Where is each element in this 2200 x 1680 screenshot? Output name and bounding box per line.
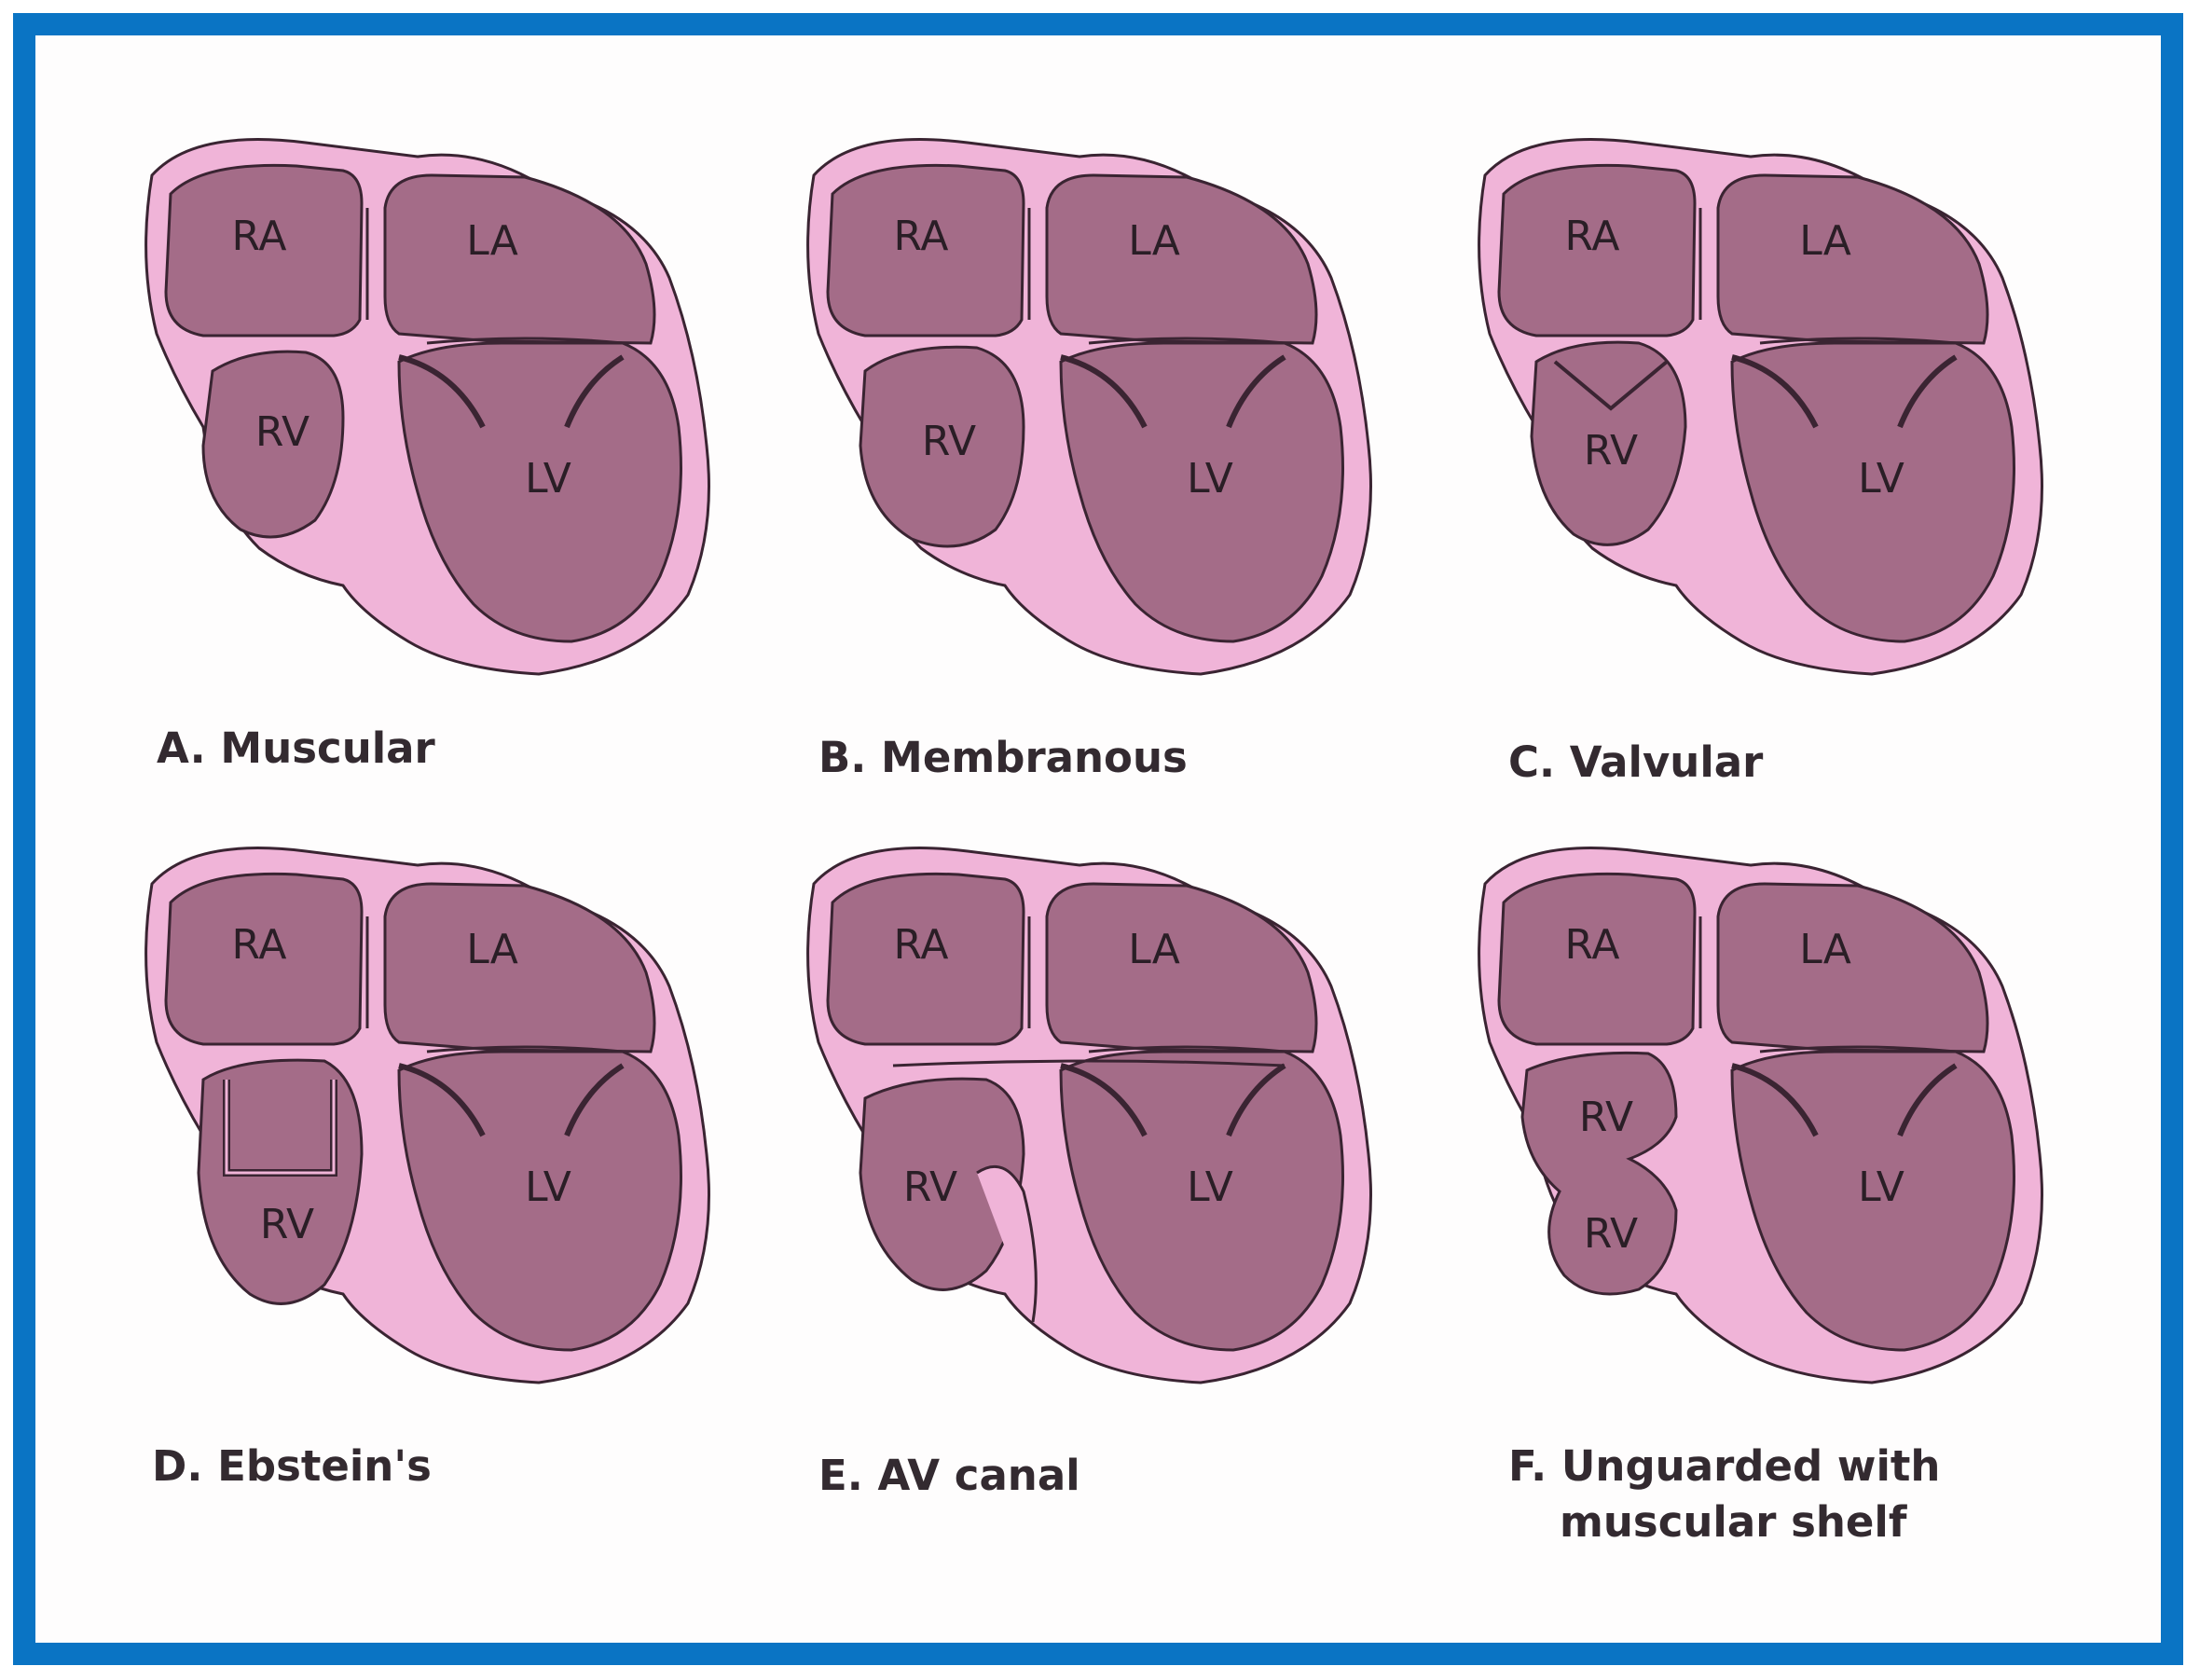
caption-c: C. Valvular [1508, 737, 1764, 787]
mitral-annulus [1759, 1045, 1957, 1053]
left-atrium [383, 173, 656, 345]
right-ventricle [201, 350, 345, 539]
mitral-annulus [426, 337, 624, 345]
caption-f-line2: muscular shelf [1560, 1497, 1907, 1547]
lv-label: LV [1187, 1164, 1233, 1211]
la-label: LA [1128, 926, 1180, 973]
ra-label: RA [232, 921, 287, 969]
left-atrium [1716, 173, 1989, 345]
lv-label: LV [1187, 455, 1233, 503]
la-label: LA [1128, 217, 1180, 265]
tricuspid-leaflets [1553, 360, 1669, 411]
heart-panel-b: RA LA RV LV [806, 138, 1372, 676]
mitral-annulus [426, 1045, 624, 1053]
lv-label: LV [525, 455, 571, 503]
caption-b: B. Membranous [818, 733, 1188, 782]
caption-f: F. Unguarded with [1508, 1441, 1940, 1491]
mitral-annulus [1759, 337, 1957, 345]
lv-label: LV [1858, 1164, 1904, 1211]
common-av-valve [892, 1059, 1286, 1067]
septal-crest [976, 1164, 1038, 1323]
heart-panel-f: RA LA RV LV RV [1478, 847, 2043, 1384]
mitral-leaflet-anterior [1731, 1063, 1819, 1137]
mitral-annulus [1088, 1045, 1286, 1053]
mitral-leaflet-anterior [1731, 354, 1819, 429]
mitral-leaflet-posterior [1226, 354, 1286, 429]
left-atrium [1045, 173, 1318, 345]
ra-label: RA [232, 213, 287, 260]
rv-label-lower: RV [1584, 1210, 1638, 1258]
la-label: LA [1799, 926, 1851, 973]
lv-label: LV [525, 1164, 571, 1211]
rv-label: RV [1579, 1094, 1633, 1141]
mitral-leaflet-posterior [564, 354, 625, 429]
right-ventricle [859, 345, 1025, 548]
right-ventricle [197, 1058, 364, 1305]
mitral-leaflet-anterior [1060, 354, 1148, 429]
ra-label: RA [894, 921, 949, 969]
ra-label: RA [1565, 921, 1620, 969]
rv-label: RV [260, 1201, 314, 1248]
rv-label: RV [1584, 427, 1638, 475]
mitral-leaflet-anterior [1060, 1063, 1148, 1137]
mitral-leaflet-posterior [564, 1063, 625, 1137]
mitral-leaflet-posterior [1226, 1063, 1286, 1137]
ra-label: RA [894, 213, 949, 260]
mitral-leaflet-posterior [1897, 1063, 1958, 1137]
lv-label: LV [1858, 455, 1904, 503]
left-atrium [383, 882, 656, 1053]
heart-panel-e: RA LA RV LV [806, 847, 1372, 1384]
left-atrium [1716, 882, 1989, 1053]
heart-panel-c: RA LA RV LV [1478, 138, 2043, 676]
mitral-leaflet-anterior [398, 354, 486, 429]
la-label: LA [1799, 217, 1851, 265]
rv-label: RV [903, 1164, 957, 1211]
left-atrium [1045, 882, 1318, 1053]
caption-e: E. AV canal [818, 1451, 1080, 1500]
mitral-leaflet-posterior [1897, 354, 1958, 429]
heart-panel-a: RA LA RV LV [144, 138, 711, 676]
caption-d: D. Ebstein's [152, 1441, 432, 1491]
right-ventricle [1530, 340, 1687, 546]
rv-label: RV [255, 408, 309, 456]
caption-a: A. Muscular [157, 723, 436, 773]
mitral-annulus [1088, 337, 1286, 345]
la-label: LA [466, 217, 518, 265]
ra-label: RA [1565, 213, 1620, 260]
displaced-tricuspid-inner [225, 1080, 336, 1175]
heart-panel-d: RA LA RV LV [144, 847, 711, 1384]
la-label: LA [466, 926, 518, 973]
mitral-leaflet-anterior [398, 1063, 486, 1137]
right-ventricle [1520, 1051, 1678, 1296]
rv-label: RV [922, 418, 976, 465]
